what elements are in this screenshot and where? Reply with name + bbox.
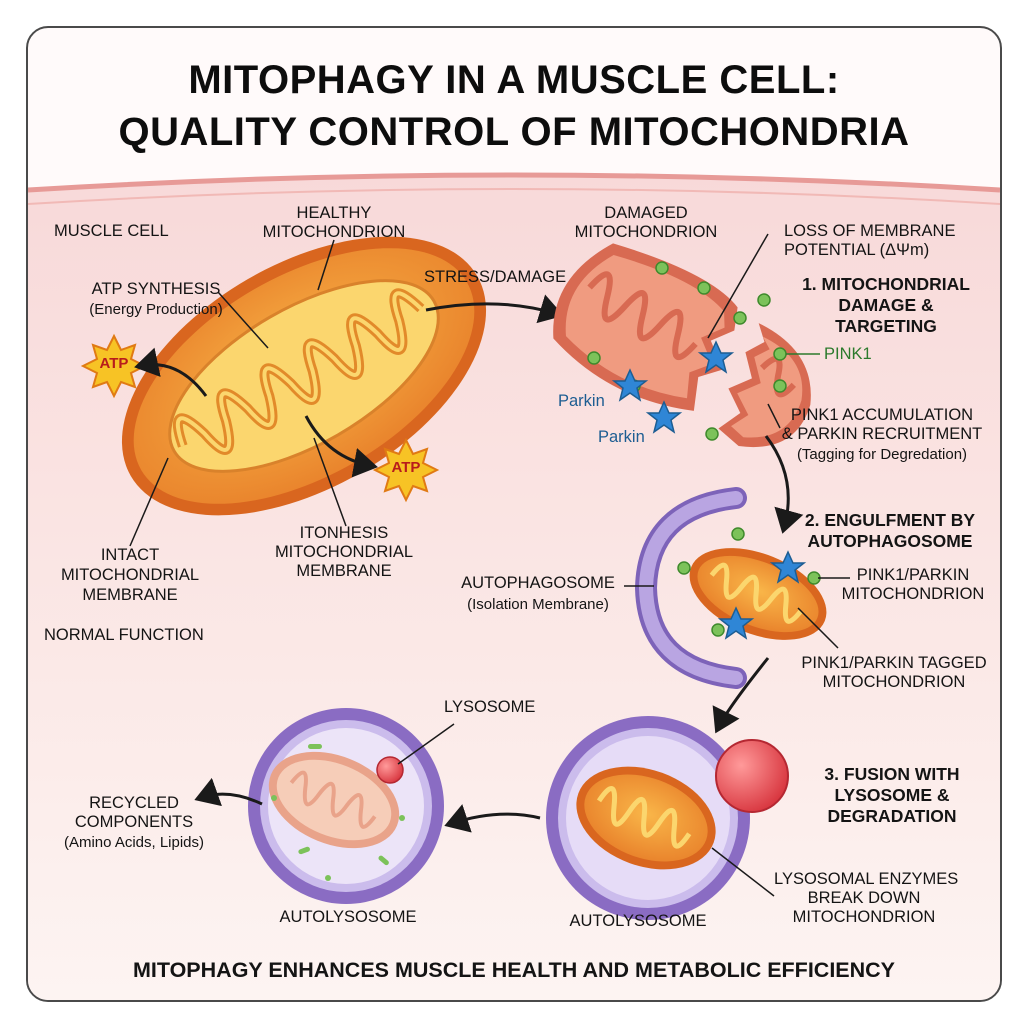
mitophagy-illustration	[28, 172, 1000, 1000]
energy-production-label: (Energy Production)	[89, 301, 223, 318]
step1-line-1: 1. MITOCHONDRIAL	[802, 274, 970, 294]
enzymes-label-2: BREAK DOWN	[807, 889, 921, 907]
atp-synthesis-label: ATP SYNTHESIS	[91, 280, 221, 298]
healthy-mitochondrion	[121, 236, 487, 516]
atp-right-label: ATP	[391, 459, 421, 476]
autophagosome-label: AUTOPHAGOSOME	[461, 574, 615, 592]
cell-membrane	[28, 172, 1000, 193]
step1-line-3: TARGETING	[835, 316, 937, 336]
autolysosome-right	[546, 716, 750, 920]
diagram-frame: MITOPHAGY IN A MUSCLE CELL: QUALITY CONT…	[26, 26, 1002, 1002]
atp-burst-left	[80, 333, 148, 399]
title-line-1: MITOPHAGY IN A MUSCLE CELL:	[188, 58, 840, 102]
pink1-parkin-tagged-label-1: PINK1/PARKIN TAGGED	[801, 654, 987, 672]
atp-left-label: ATP	[99, 355, 129, 372]
accumulation-label-1: PINK1 ACCUMULATION	[790, 406, 974, 424]
loss-label-1: LOSS OF MEMBRANE	[784, 222, 956, 240]
autolysosome-left	[248, 708, 444, 904]
loss-label-2: POTENTIAL (ΔΨm)	[784, 241, 930, 259]
intact-label-3: MEMBRANE	[82, 586, 178, 604]
step2-line-1: 2. ENGULFMENT BY	[804, 510, 976, 530]
itonhesis-label-2: MITOCHONDRIAL	[274, 543, 414, 561]
footer-statement: MITOPHAGY ENHANCES MUSCLE HEALTH AND MET…	[132, 958, 896, 982]
parkin-label-2: Parkin	[598, 428, 645, 446]
pink1-parkin-tagged-label-2: MITOCHONDRION	[822, 673, 966, 691]
itonhesis-label-3: MEMBRANE	[296, 562, 392, 580]
isolation-membrane-label: (Isolation Membrane)	[467, 596, 609, 613]
itonhesis-label-1: ITONHESIS	[299, 524, 389, 542]
parkin-label-1: Parkin	[558, 392, 605, 410]
stress-damage-label: STRESS/DAMAGE	[424, 268, 567, 286]
muscle-cell-label: MUSCLE CELL	[54, 222, 169, 240]
step1-line-2: DAMAGE &	[838, 295, 934, 315]
accumulation-label-2: & PARKIN RECRUITMENT	[781, 425, 983, 443]
pink1-label: PINK1	[824, 345, 872, 363]
intact-label-1: INTACT	[100, 546, 160, 564]
normal-function-label: NORMAL FUNCTION	[44, 626, 204, 644]
pink1-dots	[587, 261, 787, 441]
autolysosome-right-label: AUTOLYSOSOME	[569, 912, 707, 930]
parkin-stars	[611, 340, 735, 434]
enzymes-label-1: LYSOSOMAL ENZYMES	[774, 870, 959, 888]
enzymes-label-3: MITOCHONDRION	[792, 908, 936, 926]
healthy-label-1: HEALTHY	[296, 204, 372, 222]
step3-line-1: 3. FUSION WITH	[824, 764, 960, 784]
recycled-label-2: COMPONENTS	[74, 813, 194, 831]
damaged-label-2: MITOCHONDRION	[574, 223, 718, 241]
damaged-mitochondrion	[553, 243, 811, 448]
engulfed-pink1-dots	[677, 527, 821, 637]
pink1-parkin-mito-label-2: MITOCHONDRION	[841, 585, 985, 603]
step3-line-2: LYSOSOME &	[834, 785, 950, 805]
lysosome-label: LYSOSOME	[444, 698, 536, 716]
accumulation-label-3: (Tagging for Degredation)	[796, 446, 968, 463]
atp-burst-right	[372, 437, 440, 503]
recycled-label-1: RECYCLED	[89, 794, 179, 812]
pink1-parkin-mito-label-1: PINK1/PARKIN	[856, 566, 970, 584]
engulfed-parkin-stars	[717, 550, 807, 640]
healthy-label-2: MITOCHONDRION	[262, 223, 406, 241]
intact-label-2: MITOCHONDRIAL	[60, 566, 200, 584]
title-line-2: QUALITY CONTROL OF MITOCHONDRIA	[118, 110, 910, 154]
step2-line-2: AUTOPHAGOSOME	[807, 531, 973, 551]
lysosome-fusing	[715, 739, 789, 813]
autolysosome-left-label: AUTOLYSOSOME	[279, 908, 417, 926]
recycled-label-3: (Amino Acids, Lipids)	[63, 834, 205, 851]
step3-line-3: DEGRADATION	[827, 806, 957, 826]
damaged-label-1: DAMAGED	[604, 204, 688, 222]
